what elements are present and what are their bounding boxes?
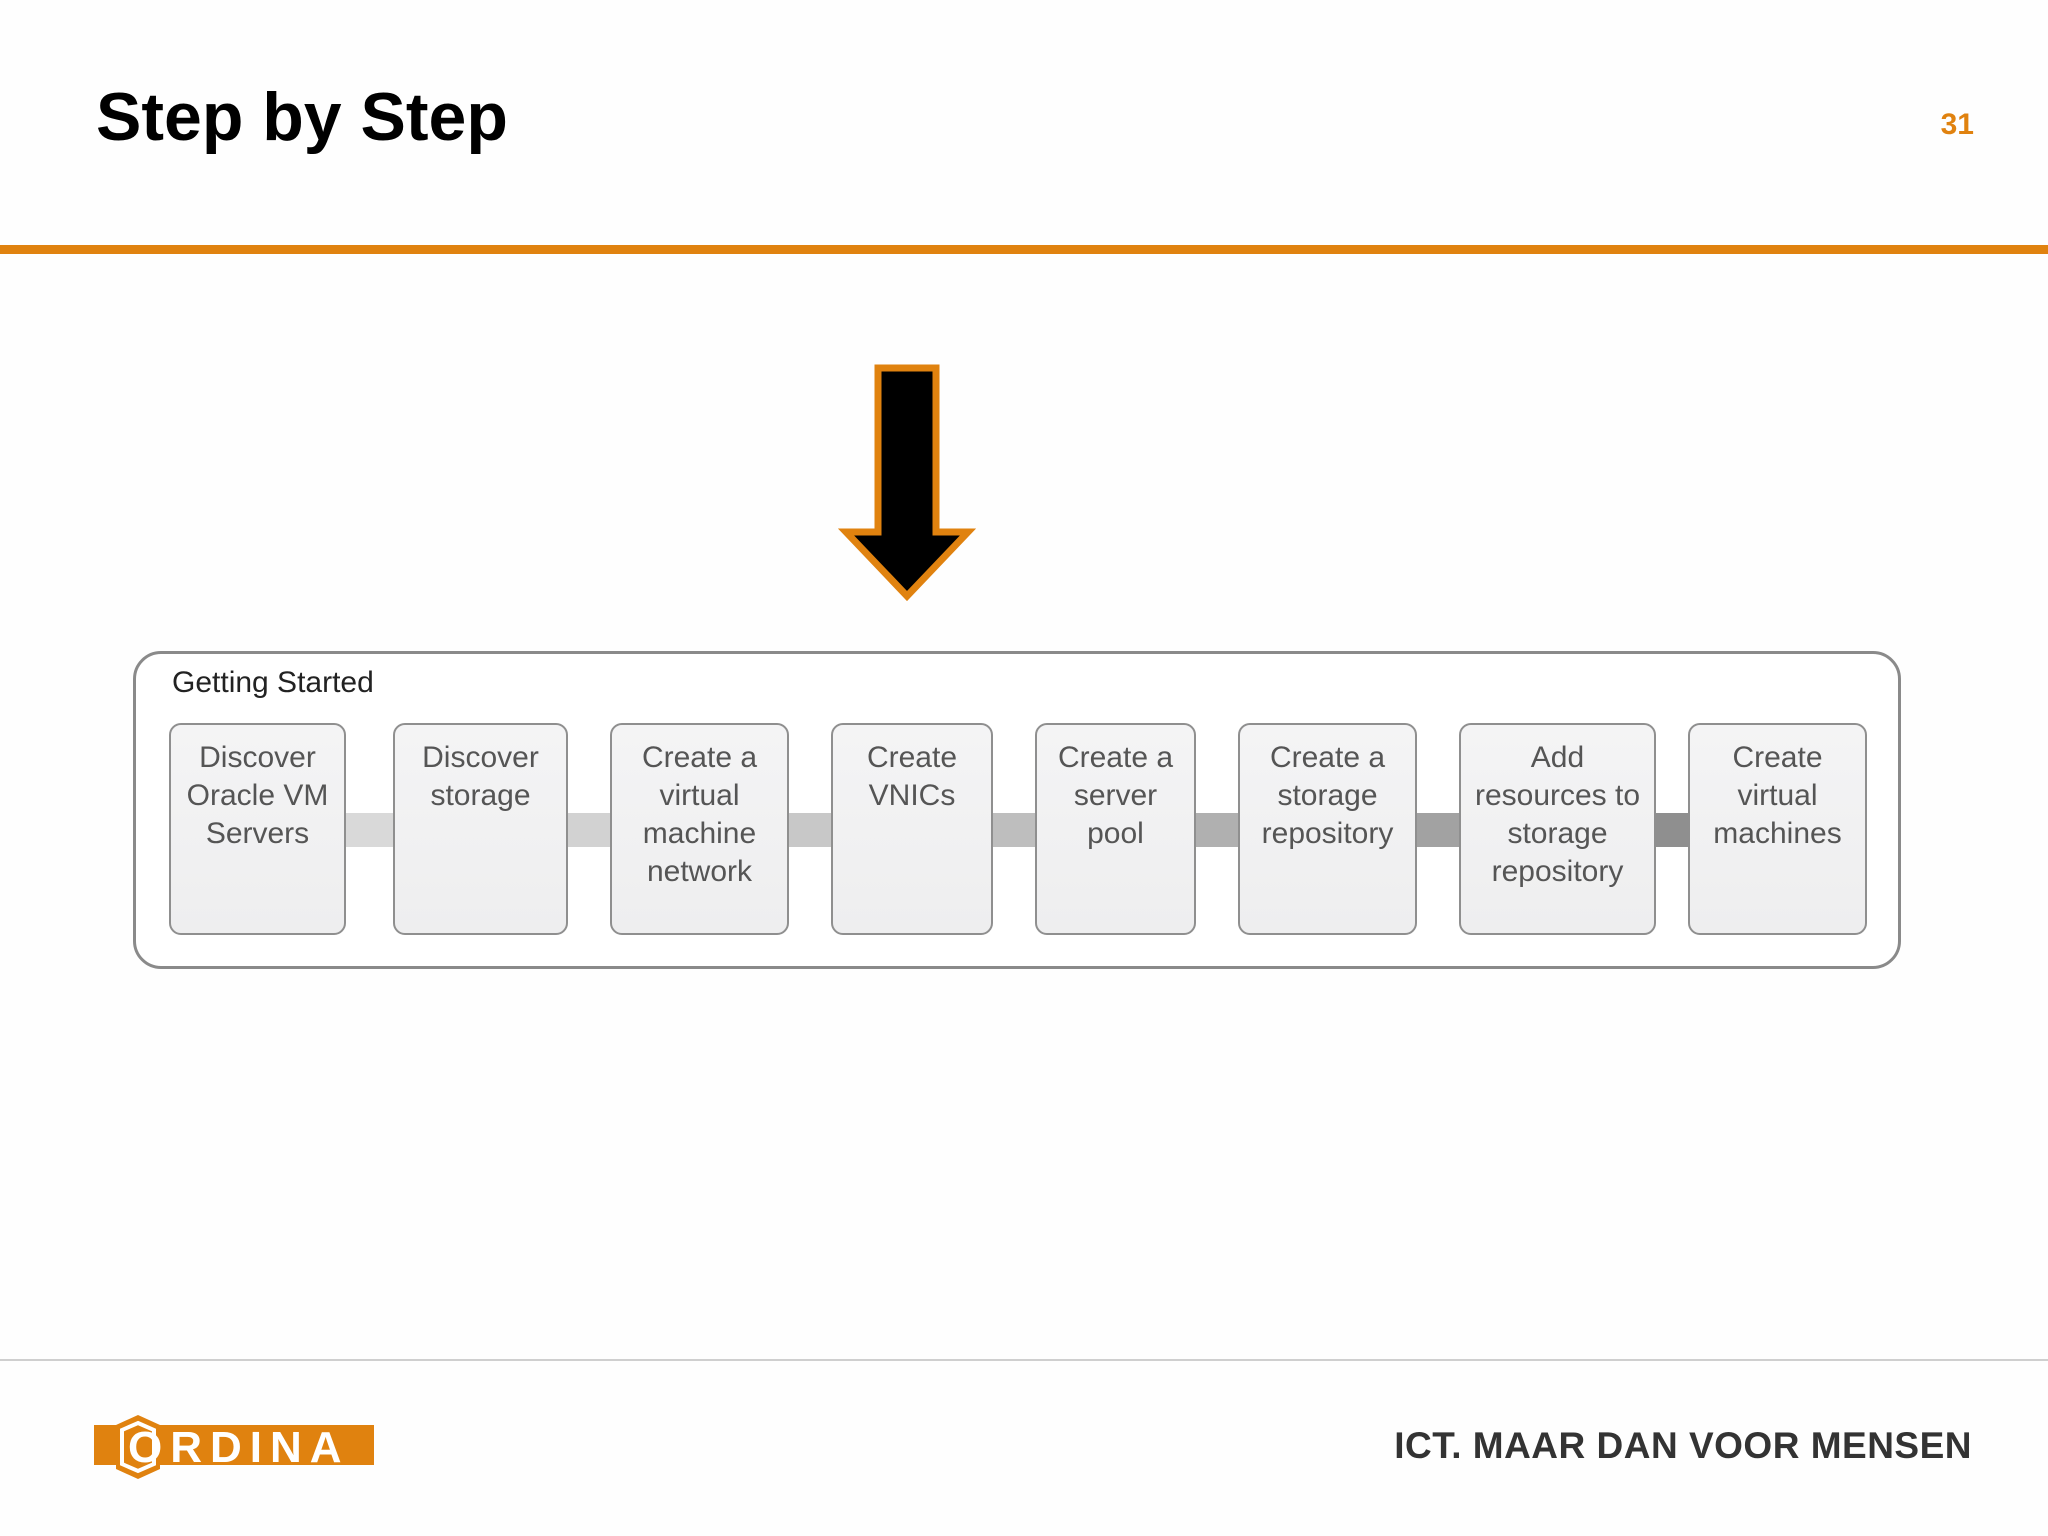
step-label: Create a virtual machine network [641, 741, 758, 888]
step-connector [1654, 813, 1690, 847]
step-label: Create a server pool [1057, 741, 1174, 850]
slide-title: Step by Step [96, 79, 508, 155]
step-connector [991, 813, 1037, 847]
ordina-logo [94, 1415, 374, 1479]
step-box: Create a server pool [1035, 723, 1196, 935]
step-box: Discover storage [393, 723, 568, 935]
footer-divider [0, 1359, 2048, 1361]
step-box: Create a virtual machine network [610, 723, 789, 935]
panel-title: Getting Started [172, 666, 374, 699]
step-label: Discover storage [422, 741, 539, 812]
page-number: 31 [1940, 108, 1974, 141]
current-step-arrow-icon [838, 364, 976, 602]
step-label: Create virtual machines [1713, 741, 1842, 850]
step-box: Discover Oracle VM Servers [169, 723, 346, 935]
step-label: Create a storage repository [1261, 741, 1394, 850]
tagline: ICT. MAAR DAN VOOR MENSEN [1394, 1425, 1972, 1466]
step-connector [566, 813, 612, 847]
step-box: Add resources to storage repository [1459, 723, 1656, 935]
step-connector [1415, 813, 1461, 847]
step-box: Create virtual machines [1688, 723, 1867, 935]
step-connector [345, 813, 395, 847]
step-label: Add resources to storage repository [1474, 741, 1641, 888]
step-label: Discover Oracle VM Servers [186, 741, 329, 850]
logo-text: ORDINA [128, 1423, 350, 1472]
step-box: Create a storage repository [1238, 723, 1417, 935]
step-box: Create VNICs [831, 723, 993, 935]
step-label: Create VNICs [866, 741, 958, 812]
step-connector [787, 813, 833, 847]
header-divider [0, 245, 2048, 254]
step-connector [1194, 813, 1240, 847]
